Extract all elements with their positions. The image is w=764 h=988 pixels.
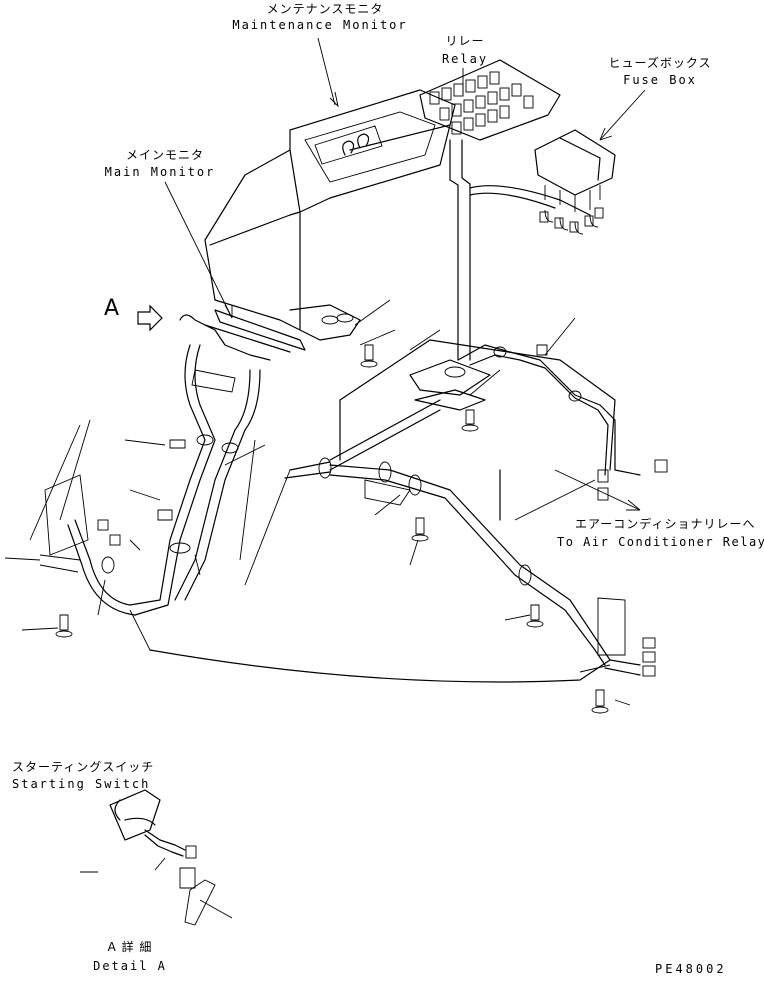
detail-a-en-label: Detail A [93,959,167,973]
main-monitor-jp-label: メインモニタ [125,148,204,162]
leader-lines [4,37,646,706]
starting-switch-en-label: Starting Switch [12,777,151,791]
detail-a-jp-label: A 詳 細 [107,940,153,954]
fuse-box [534,129,616,235]
maintenance-monitor-en-label: Maintenance Monitor [232,18,408,32]
view-arrow [137,304,163,332]
relay-block [419,59,561,141]
air-conditioner-relay-jp-label: エアーコンディショナリレーへ [575,517,756,531]
starting-switch-jp-label: スターティングスイッチ [12,760,155,774]
main-monitor-bracket [39,304,491,616]
view-marker-label: A [104,296,120,321]
relay-en-label: Relay [441,52,489,66]
fuse-box-jp-label: ヒューズボックス [608,56,712,70]
bolts [55,344,609,714]
main-monitor-en-label: Main Monitor [104,165,216,179]
clamps [101,346,582,586]
maintenance-monitor-housing [204,89,456,331]
drawing-number-label: PE48002 [655,962,727,976]
floor-panel [29,339,616,683]
relay-jp-label: リレー [445,34,485,48]
harness-trunk [284,139,668,677]
air-conditioner-relay-en-label: To Air Conditioner Relay [557,535,764,549]
starting-switch-detail [80,789,233,926]
fuse-box-en-label: Fuse Box [623,73,697,87]
maintenance-monitor-jp-label: メンテナンスモニタ [266,2,384,16]
